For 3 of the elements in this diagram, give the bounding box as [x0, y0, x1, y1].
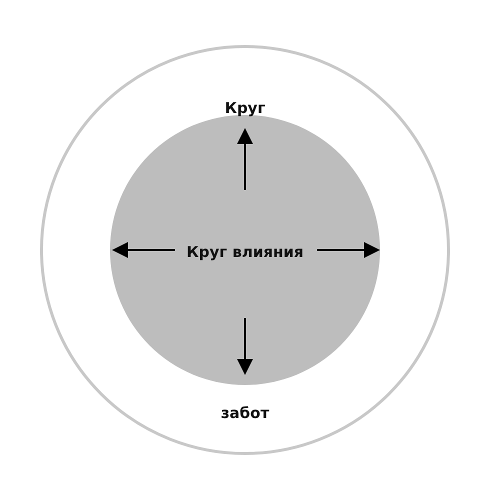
circle-label: Круг	[224, 99, 266, 117]
circle-label: забот	[220, 404, 270, 422]
circle-label: Круг влияния	[186, 243, 304, 261]
